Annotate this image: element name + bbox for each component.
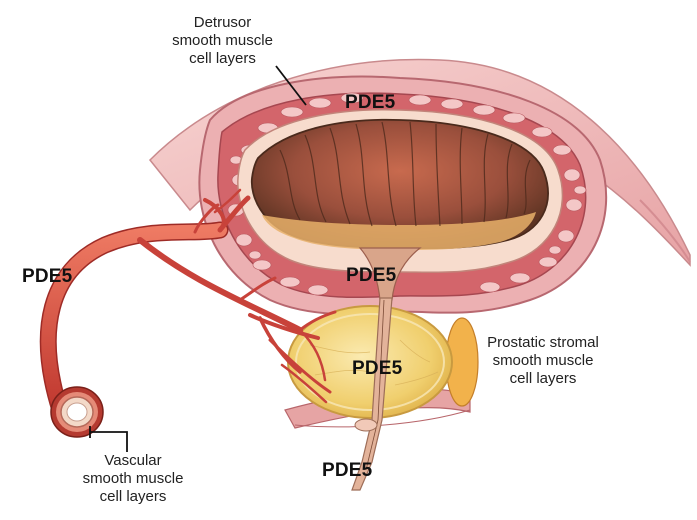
prostatic-label-line2: smooth muscle bbox=[492, 352, 594, 369]
artery bbox=[39, 188, 337, 438]
vascular-label: Vascular smooth muscle cell layers bbox=[58, 452, 208, 506]
pde5-bladder-wall: PDE5 bbox=[345, 92, 396, 113]
detrusor-label: Detrusor smooth muscle cell layers bbox=[155, 14, 290, 68]
detrusor-label-line2: smooth muscle bbox=[172, 32, 273, 49]
vascular-label-line1: Vascular bbox=[104, 452, 162, 469]
bladder bbox=[198, 75, 608, 316]
prostatic-label: Prostatic stromal smooth muscle cell lay… bbox=[468, 334, 618, 388]
leader-lines bbox=[89, 65, 307, 452]
pde5-urethra: PDE5 bbox=[322, 460, 373, 481]
artery-cross-section bbox=[50, 386, 104, 438]
prostatic-label-line3: cell layers bbox=[509, 370, 577, 387]
detrusor-label-line1: Detrusor bbox=[193, 14, 252, 31]
pde5-prostate: PDE5 bbox=[352, 358, 403, 379]
pde5-bladder-neck: PDE5 bbox=[346, 265, 397, 286]
detrusor-label-line3: cell layers bbox=[189, 50, 256, 67]
pde5-artery: PDE5 bbox=[22, 266, 73, 287]
prostatic-label-line1: Prostatic stromal bbox=[487, 334, 599, 351]
vascular-label-line3: cell layers bbox=[99, 488, 167, 505]
urethra bbox=[351, 297, 393, 491]
prostate bbox=[287, 305, 479, 419]
vascular-label-line2: smooth muscle bbox=[82, 470, 184, 487]
